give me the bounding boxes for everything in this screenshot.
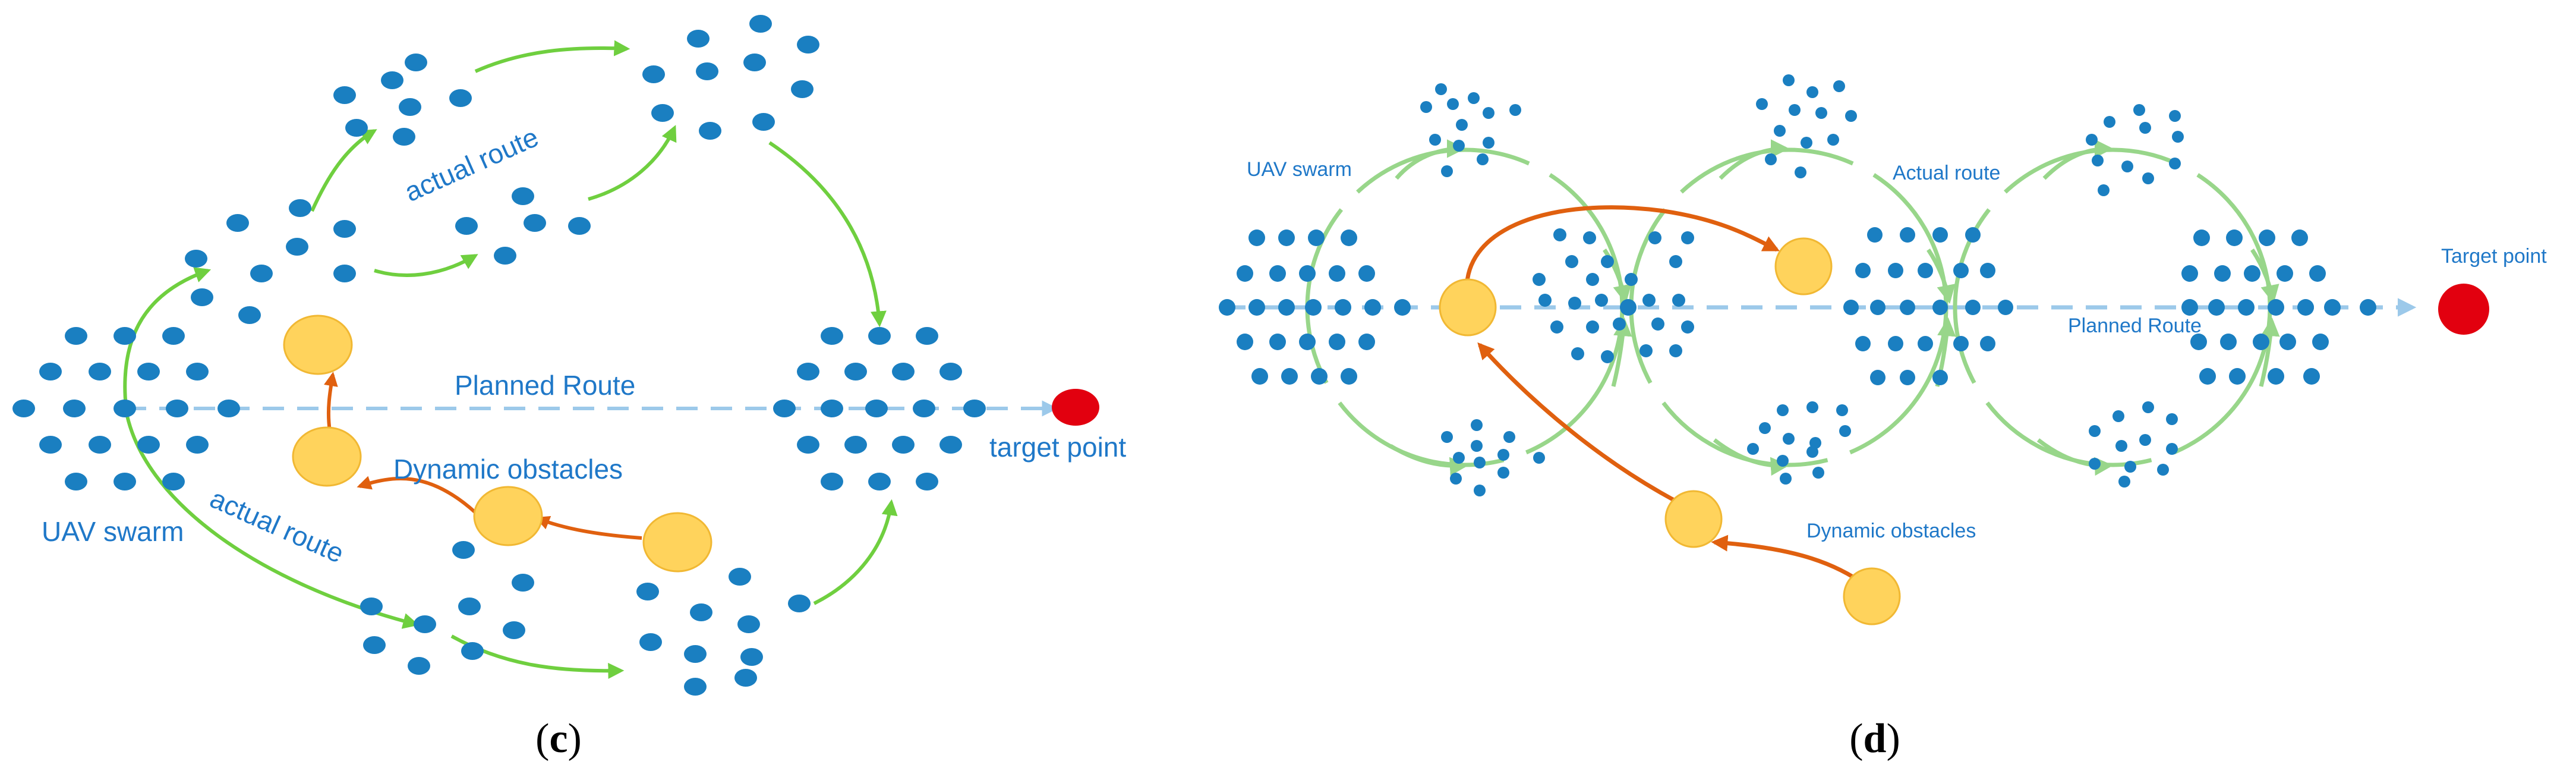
label-actual-route-bottom: actual route (206, 483, 349, 569)
obstacle (1843, 567, 1901, 625)
label-target-point: Target point (2441, 245, 2547, 268)
label-dynamic-obstacles: Dynamic obstacles (1806, 520, 1976, 542)
uav-drones (12, 15, 986, 696)
caption-c: (c) (535, 716, 582, 762)
obstacle (283, 315, 353, 375)
actual-route-arrowheads (1389, 139, 2280, 476)
label-planned-route: Planned Route (2068, 315, 2202, 337)
obstacle (292, 426, 362, 487)
target-point-marker (2438, 284, 2489, 335)
obstacle (473, 486, 543, 546)
obstacle-arrows (324, 372, 642, 540)
uav-drones (1219, 74, 2376, 496)
label-planned-route: Planned Route (455, 370, 635, 401)
panel-d: UAV swarm Actual route Target point Plan… (1219, 74, 2547, 762)
caption-d: (d) (1849, 716, 1900, 762)
obstacle (1439, 278, 1497, 337)
panel-c: actual route Planned Route target point … (12, 15, 1126, 762)
obstacle (1774, 237, 1833, 295)
dynamic-obstacles (283, 315, 712, 573)
dynamic-obstacles (1439, 237, 1901, 625)
actual-route-arrows (123, 40, 898, 679)
label-actual-route: Actual route (1893, 162, 2000, 184)
label-dynamic-obstacles: Dynamic obstacles (393, 454, 623, 485)
obstacle (642, 512, 712, 573)
target-point-marker (1052, 389, 1099, 426)
obstacle (1664, 490, 1723, 548)
label-uav-swarm: UAV swarm (1247, 158, 1352, 181)
label-uav-swarm: UAV swarm (42, 516, 184, 547)
label-target-point: target point (989, 432, 1126, 463)
